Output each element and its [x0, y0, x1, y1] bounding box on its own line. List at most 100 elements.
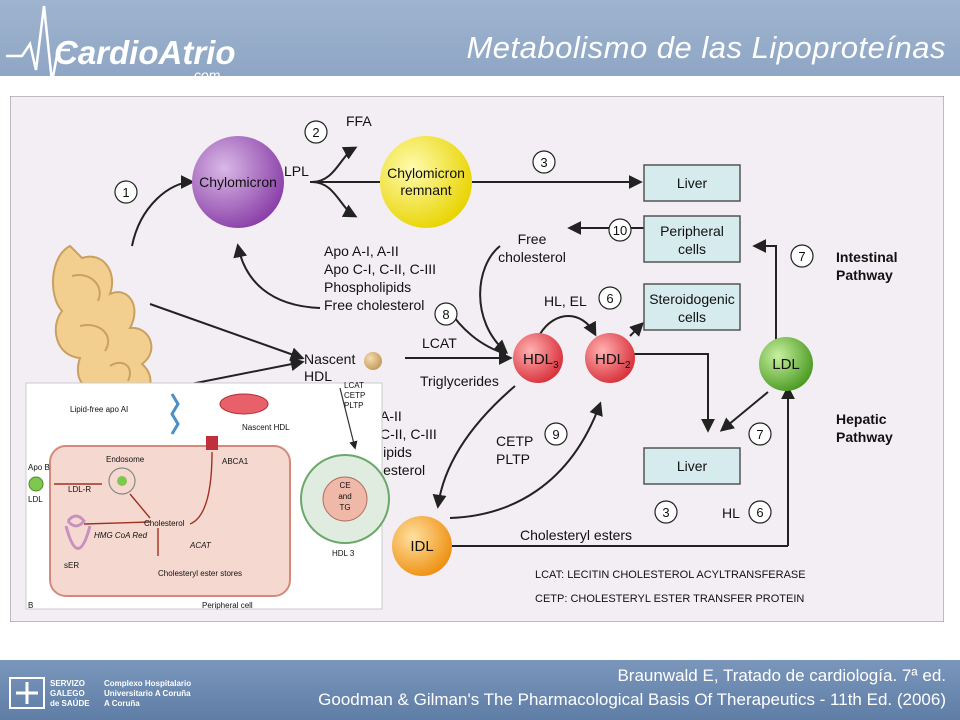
- nascent-hdl-label-2: HDL: [304, 368, 332, 384]
- inset-acat: ACAT: [189, 541, 212, 550]
- label-cholesteryl-esters: Cholesteryl esters: [520, 527, 632, 543]
- step-1-marker: [114, 180, 138, 204]
- steroidogenic-label-2: cells: [678, 309, 706, 325]
- label-apo-2: Apo C-I, C-II, C-III: [324, 261, 436, 277]
- hospital-text-4: Complexo Hospitalario: [104, 679, 191, 688]
- label-intestinal-2: Pathway: [836, 267, 893, 283]
- step-10-marker: [608, 218, 632, 242]
- chylomicron-remnant-particle: [380, 136, 472, 228]
- label-partial-4: lesterol: [380, 462, 425, 478]
- endosome-icon: [108, 467, 136, 495]
- intestine-icon: [52, 244, 153, 404]
- label-ffa: FFA: [346, 113, 372, 129]
- label-intestinal-1: Intestinal: [836, 249, 897, 265]
- footer-bar: SERVIZO GALEGO de SAÚDE Complexo Hospita…: [0, 660, 960, 720]
- step-7-marker-top: [790, 244, 814, 268]
- hospital-text-2: GALEGO: [50, 689, 85, 698]
- nascent-hdl-particle: [364, 352, 382, 370]
- hospital-text-3: de SAÚDE: [50, 699, 90, 708]
- label-free-chol-2: cholesterol: [498, 249, 566, 265]
- remnant-label-1: Chylomicron: [387, 165, 465, 181]
- label-cetp: CETP: [496, 433, 533, 449]
- chylomicron-particle: [192, 136, 284, 228]
- inset-ldl-r: LDL-R: [68, 485, 91, 494]
- hdl3-particle: [513, 333, 563, 383]
- logo-subtext: .com: [190, 67, 221, 83]
- inset-nascent-hdl: Nascent HDL: [242, 423, 290, 432]
- step-3-number-bottom: 3: [662, 505, 669, 520]
- inset-ce: CE: [339, 481, 350, 490]
- label-apo-1: Apo A-I, A-II: [324, 243, 399, 259]
- label-triglycerides: Triglycerides: [420, 373, 499, 389]
- label-lpl: LPL: [284, 163, 309, 179]
- header-bar: Metabolismo de las Lipoproteínas: [0, 0, 960, 76]
- hospital-text-6: A Coruña: [104, 699, 140, 708]
- step-6-number-bottom: 6: [756, 505, 763, 520]
- peripheral-label-1: Peripheral: [660, 223, 724, 239]
- logo-text: CardioAtrio: [54, 34, 236, 71]
- step-3-number-top: 3: [540, 155, 547, 170]
- idl-label: IDL: [410, 538, 433, 555]
- steroidogenic-label-1: Steroidogenic: [649, 291, 735, 307]
- liver-bottom-label: Liver: [677, 458, 708, 474]
- inset-ldl: LDL: [28, 495, 43, 504]
- apo-ai-icon: [170, 393, 180, 435]
- step-2-number: 2: [312, 125, 319, 140]
- label-hl-el: HL, EL: [544, 293, 587, 309]
- inset-cetp: CETP: [344, 391, 365, 400]
- hdl2-label: HDL2: [595, 351, 631, 371]
- label-lcat: LCAT: [422, 335, 457, 351]
- label-free-chol-1: Free: [518, 231, 547, 247]
- inset-abca1: ABCA1: [222, 457, 249, 466]
- step-1-number: 1: [122, 185, 129, 200]
- idl-particle: [392, 516, 452, 576]
- label-apo-4: Free cholesterol: [324, 297, 424, 313]
- nascent-hdl-icon: [219, 393, 269, 415]
- hdl3-label: HDL3: [523, 351, 559, 371]
- label-hepatic-2: Pathway: [836, 429, 893, 445]
- ser-icon: [64, 514, 92, 550]
- remnant-label-2: remnant: [400, 182, 451, 198]
- inset-pltp: PLTP: [344, 401, 363, 410]
- inset-lcat: LCAT: [344, 381, 364, 390]
- step-6-number-top: 6: [606, 291, 613, 306]
- liver-top-label: Liver: [677, 175, 708, 191]
- step-8-number: 8: [442, 307, 449, 322]
- slide-title: Metabolismo de las Lipoproteínas: [466, 30, 946, 65]
- legend-lcat: LCAT: LECITIN CHOLESTEROL ACYLTRANSFERAS…: [535, 569, 806, 581]
- step-9-number: 9: [552, 427, 559, 442]
- steroidogenic-cells-box: [643, 283, 741, 331]
- step-7-marker-bottom: [748, 422, 772, 446]
- inset-lipid-free-apo: Lipid-free apo AI: [70, 405, 128, 414]
- label-pltp: PLTP: [496, 451, 530, 467]
- legend-cetp: CETP: CHOLESTERYL ESTER TRANSFER PROTEIN: [535, 593, 804, 605]
- peripheral-label-2: cells: [678, 241, 706, 257]
- inset-panel: Lipid-free apo AI Nascent HDL LCAT CETP …: [25, 381, 390, 610]
- inset-hmg: HMG CoA Red: [94, 531, 148, 540]
- label-partial-3: lipids: [380, 444, 412, 460]
- step-7-number-bottom: 7: [756, 427, 763, 442]
- step-9-marker: [544, 422, 568, 446]
- inset-hdl3: HDL 3: [332, 549, 355, 558]
- inset-ldl-icon: [28, 476, 44, 492]
- inset-ser: sER: [64, 561, 79, 570]
- step-3-marker-top: [532, 150, 556, 174]
- hospital-text-5: Universitario A Coruña: [104, 689, 191, 698]
- step-8-marker: [434, 302, 458, 326]
- reference-braunwald: Braunwald E, Tratado de cardiología. 7ª …: [617, 666, 946, 685]
- sergas-emblem-icon: [9, 677, 45, 709]
- step-6-marker-bottom: [748, 500, 772, 524]
- label-apo-3: Phospholipids: [324, 279, 411, 295]
- chylomicron-label: Chylomicron: [199, 174, 277, 190]
- step-6-marker-top: [598, 286, 622, 310]
- inset-ester-stores: Cholesteryl ester stores: [158, 569, 242, 578]
- label-partial-1: A-II: [380, 408, 402, 424]
- peripheral-cells-box: [643, 215, 741, 263]
- hospital-text-1: SERVIZO: [50, 679, 85, 688]
- ldl-particle: [759, 337, 813, 391]
- label-hepatic-1: Hepatic: [836, 411, 887, 427]
- inset-tg: TG: [339, 503, 350, 512]
- inset-cholesterol: Cholesterol: [144, 519, 185, 528]
- inset-panel-letter: B: [28, 601, 33, 610]
